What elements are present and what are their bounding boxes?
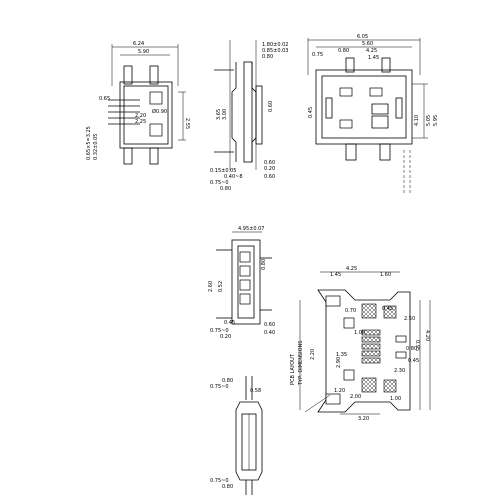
- rear-dim-top: 4.95±0.07: [238, 226, 264, 232]
- side-dim-2: 0.85±0.03: [262, 48, 288, 54]
- pcb-dim-7: 2.50: [404, 316, 415, 322]
- pcb-dim-16: 1.00: [390, 396, 401, 402]
- side-dim-b4: 0.40~8: [224, 174, 243, 180]
- top-view: 6.24 5.90 2.55 0.65 2.20 2.25 0.65×5=3.2…: [86, 41, 190, 165]
- side-dim-left-1: 3.65: [216, 109, 222, 120]
- side-dim-b5: 0.60: [264, 174, 275, 180]
- top-dim-width: 6.24: [133, 41, 144, 47]
- top-dim-center-2: 2.25: [135, 119, 146, 125]
- pcb-dim-13: 0.45: [408, 358, 419, 364]
- side-dim-1: 1.80±0.02: [262, 42, 288, 48]
- side-dim-b6: 0.75~0: [210, 180, 229, 186]
- bottom-dim-2: 0.75~0: [210, 384, 229, 390]
- front-dim-h2: 5.05: [426, 115, 432, 126]
- pcb-dim-top-2: 1.45: [330, 272, 341, 278]
- rear-dim-r1: 0.80: [261, 259, 267, 270]
- rear-dim-left-2: 0.52: [218, 281, 224, 292]
- side-view: 1.80±0.02 0.85±0.03 0.80 3.65 3.00 0.60 …: [210, 40, 288, 192]
- pcb-dim-15: 2.00: [350, 394, 361, 400]
- pcb-dim-19: 3.20: [358, 416, 369, 422]
- top-dim-center: 2.20: [135, 113, 146, 119]
- front-dim-h1: 4.10: [414, 115, 420, 126]
- pcb-layout: 4.25 1.45 1.60 PCB LAYOUT TYP: DIMENSIO: [290, 266, 431, 422]
- pcb-note-1: PCB LAYOUT: [290, 353, 296, 385]
- rear-dim-b1: 0.45: [224, 320, 235, 326]
- rear-dim-b2: 0.75~0: [210, 328, 229, 334]
- bottom-dim-4: 0.75~0: [210, 478, 229, 484]
- front-dim-left: 0.45: [308, 107, 314, 118]
- top-dim-pitch: 0.65: [99, 96, 110, 102]
- top-dim-pin-span: 0.65×5=3.25: [86, 126, 92, 160]
- front-dim-width-inner: 5.60: [362, 41, 373, 47]
- pcb-dim-6: 0.45: [382, 306, 393, 312]
- pcb-dim-18: 0.95: [414, 340, 420, 351]
- front-dim-4: 1.45: [368, 55, 379, 61]
- pcb-note-2: TYP: DIMENSIONS: [298, 341, 304, 386]
- front-view: 6.05 5.60 4.25 1.45 0.80 0.75 4.10 5.05 …: [307, 34, 439, 195]
- front-dim-h3: 5.95: [433, 115, 439, 126]
- pcb-dim-top-3: 1.60: [380, 272, 391, 278]
- front-dim-6: 0.75: [312, 52, 323, 58]
- rear-dim-b3: 0.60: [264, 322, 275, 328]
- top-dim-hole: Ø0.90: [152, 108, 167, 115]
- bottom-dim-3: 0.58: [250, 388, 261, 394]
- pcb-dim-11: 2.30: [394, 368, 405, 374]
- rear-view: 4.95±0.07 2.60 0.52 0.80 0.45 0.75~0 0.6…: [208, 226, 275, 340]
- bottom-dim-1: 0.80: [222, 378, 233, 384]
- top-dim-pin-width: 0.32±0.05: [93, 134, 99, 160]
- bottom-view: 0.80 0.75~0 0.58 0.75~0 0.80: [210, 376, 263, 495]
- front-dim-5: 0.80: [338, 48, 349, 54]
- pcb-dim-9: 1.35: [336, 352, 347, 358]
- side-dim-b2: 0.60: [264, 160, 275, 166]
- top-dim-width-inner: 5.90: [138, 49, 149, 55]
- pcb-dim-14: 1.20: [334, 388, 345, 394]
- front-dim-3: 4.25: [366, 48, 377, 54]
- side-dim-b1: 0.15±0.05: [210, 168, 236, 174]
- side-dim-b3: 0.20: [264, 166, 275, 172]
- rear-dim-b5: 0.40: [264, 330, 275, 336]
- pcb-dim-10: 2.90: [336, 357, 342, 368]
- rear-dim-left-1: 2.60: [208, 281, 214, 292]
- bottom-dim-5: 0.80: [222, 484, 233, 490]
- front-dim-width: 6.05: [357, 34, 368, 40]
- pcb-dim-5: 1.00: [354, 330, 365, 336]
- pcb-signal-pads: [361, 329, 381, 364]
- side-dim-3: 0.80: [262, 54, 273, 60]
- side-dim-b7: 0.80: [220, 186, 231, 192]
- pcb-dim-17: 4.20: [424, 330, 430, 341]
- pcb-dim-top-1: 4.25: [346, 266, 357, 272]
- pcb-dim-4: 0.70: [345, 308, 356, 314]
- pcb-dim-12: 0.80: [406, 346, 417, 352]
- pcb-dim-8: 2.20: [310, 349, 316, 360]
- top-dim-right: 2.55: [184, 118, 190, 129]
- top-view-pins: [108, 99, 140, 125]
- side-dim-right: 0.60: [268, 101, 274, 112]
- rear-dim-b4: 0.20: [220, 334, 231, 340]
- side-dim-left-2: 3.00: [222, 109, 228, 120]
